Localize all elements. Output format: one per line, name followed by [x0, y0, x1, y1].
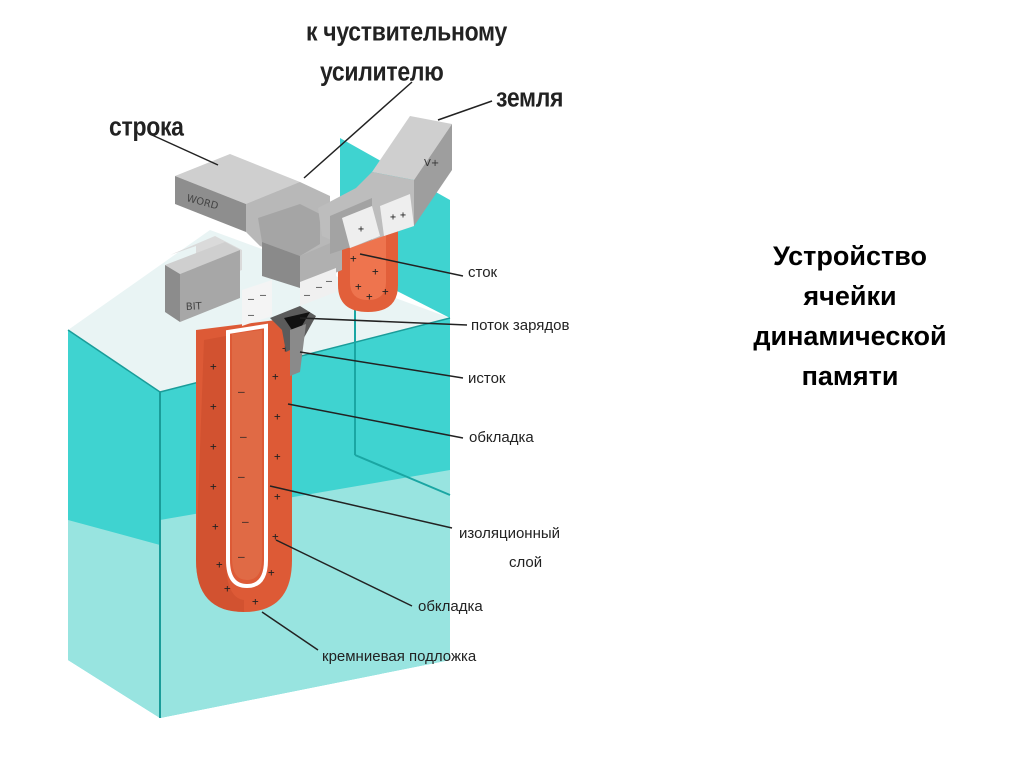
svg-text:–: –: [238, 470, 245, 483]
leader-substrate: [261, 611, 319, 651]
title-line-1: Устройство: [773, 241, 927, 271]
svg-text:+: +: [272, 370, 279, 383]
label-charge-flow: поток зарядов: [471, 317, 570, 334]
svg-text:+: +: [210, 360, 217, 373]
svg-text:+: +: [224, 582, 231, 595]
svg-text:+: +: [210, 440, 217, 453]
leader-plate-lower: [275, 539, 413, 607]
leader-drain: [359, 253, 464, 277]
bit-emboss: BIT: [186, 301, 203, 313]
svg-text:–: –: [240, 430, 247, 443]
svg-text:+: +: [216, 558, 223, 571]
title-line-4: памяти: [801, 361, 899, 391]
vplus-emboss: V+: [424, 158, 439, 169]
label-drain: сток: [468, 264, 498, 281]
label-insulator-line2: слой: [509, 554, 543, 571]
svg-text:–: –: [304, 290, 311, 301]
label-sense-amp-line2: усилителю: [320, 57, 444, 87]
slide-title: Устройство ячейки динамической памяти: [712, 236, 988, 396]
leader-charge-flow: [299, 317, 468, 326]
leader-ground: [437, 100, 493, 121]
svg-text:+: +: [268, 566, 275, 579]
substrate-lower-left: [68, 520, 160, 718]
svg-text:+: +: [210, 400, 217, 413]
leader-source: [299, 351, 464, 379]
svg-text:+: +: [355, 280, 362, 293]
svg-text:–: –: [238, 550, 245, 563]
svg-text:–: –: [242, 515, 249, 528]
svg-text:+: +: [372, 265, 379, 278]
svg-text:–: –: [326, 276, 333, 287]
label-substrate: кремниевая подложка: [322, 648, 477, 665]
label-source: исток: [468, 370, 506, 387]
label-word-line: строка: [109, 112, 184, 142]
title-line-2: ячейки: [803, 281, 897, 311]
svg-text:+: +: [274, 410, 281, 423]
svg-text:+: +: [366, 290, 373, 303]
svg-text:+: +: [272, 530, 279, 543]
svg-text:+: +: [252, 595, 259, 608]
svg-text:–: –: [238, 385, 245, 398]
label-plate-lower: обкладка: [418, 598, 483, 615]
word-line-conductor: WORD: [175, 154, 342, 288]
insulating-layer: [226, 323, 268, 589]
svg-text:–: –: [248, 294, 255, 305]
svg-text:+: +: [274, 490, 281, 503]
svg-text:+: +: [210, 480, 217, 493]
svg-text:+: +: [358, 224, 364, 235]
leader-lines: [151, 81, 493, 651]
leader-word-line: [151, 134, 219, 166]
svg-text:–: –: [248, 310, 255, 321]
label-plate-upper: обкладка: [469, 429, 534, 446]
title-line-3: динамической: [753, 321, 947, 351]
leader-sense-amp: [303, 81, 413, 179]
svg-text:+: +: [350, 252, 357, 265]
inner-plate: [232, 330, 262, 580]
leader-insulator: [269, 485, 453, 529]
bit-line: BIT: [165, 236, 242, 322]
label-ground: земля: [496, 83, 564, 113]
svg-text:+: +: [382, 285, 389, 298]
svg-text:+: +: [390, 212, 396, 223]
trench-capacitor: [196, 318, 292, 612]
label-insulator-line1: изоляционный: [459, 525, 561, 542]
leader-plate-upper: [287, 403, 464, 439]
svg-text:–: –: [316, 282, 323, 293]
svg-text:+: +: [212, 520, 219, 533]
contact-regions: ––– ––– +++: [242, 194, 414, 326]
svg-text:–: –: [260, 290, 267, 301]
svg-text:+: +: [400, 210, 406, 221]
svg-text:+: +: [274, 450, 281, 463]
label-sense-amp-line1: к чуствительному: [306, 17, 507, 47]
